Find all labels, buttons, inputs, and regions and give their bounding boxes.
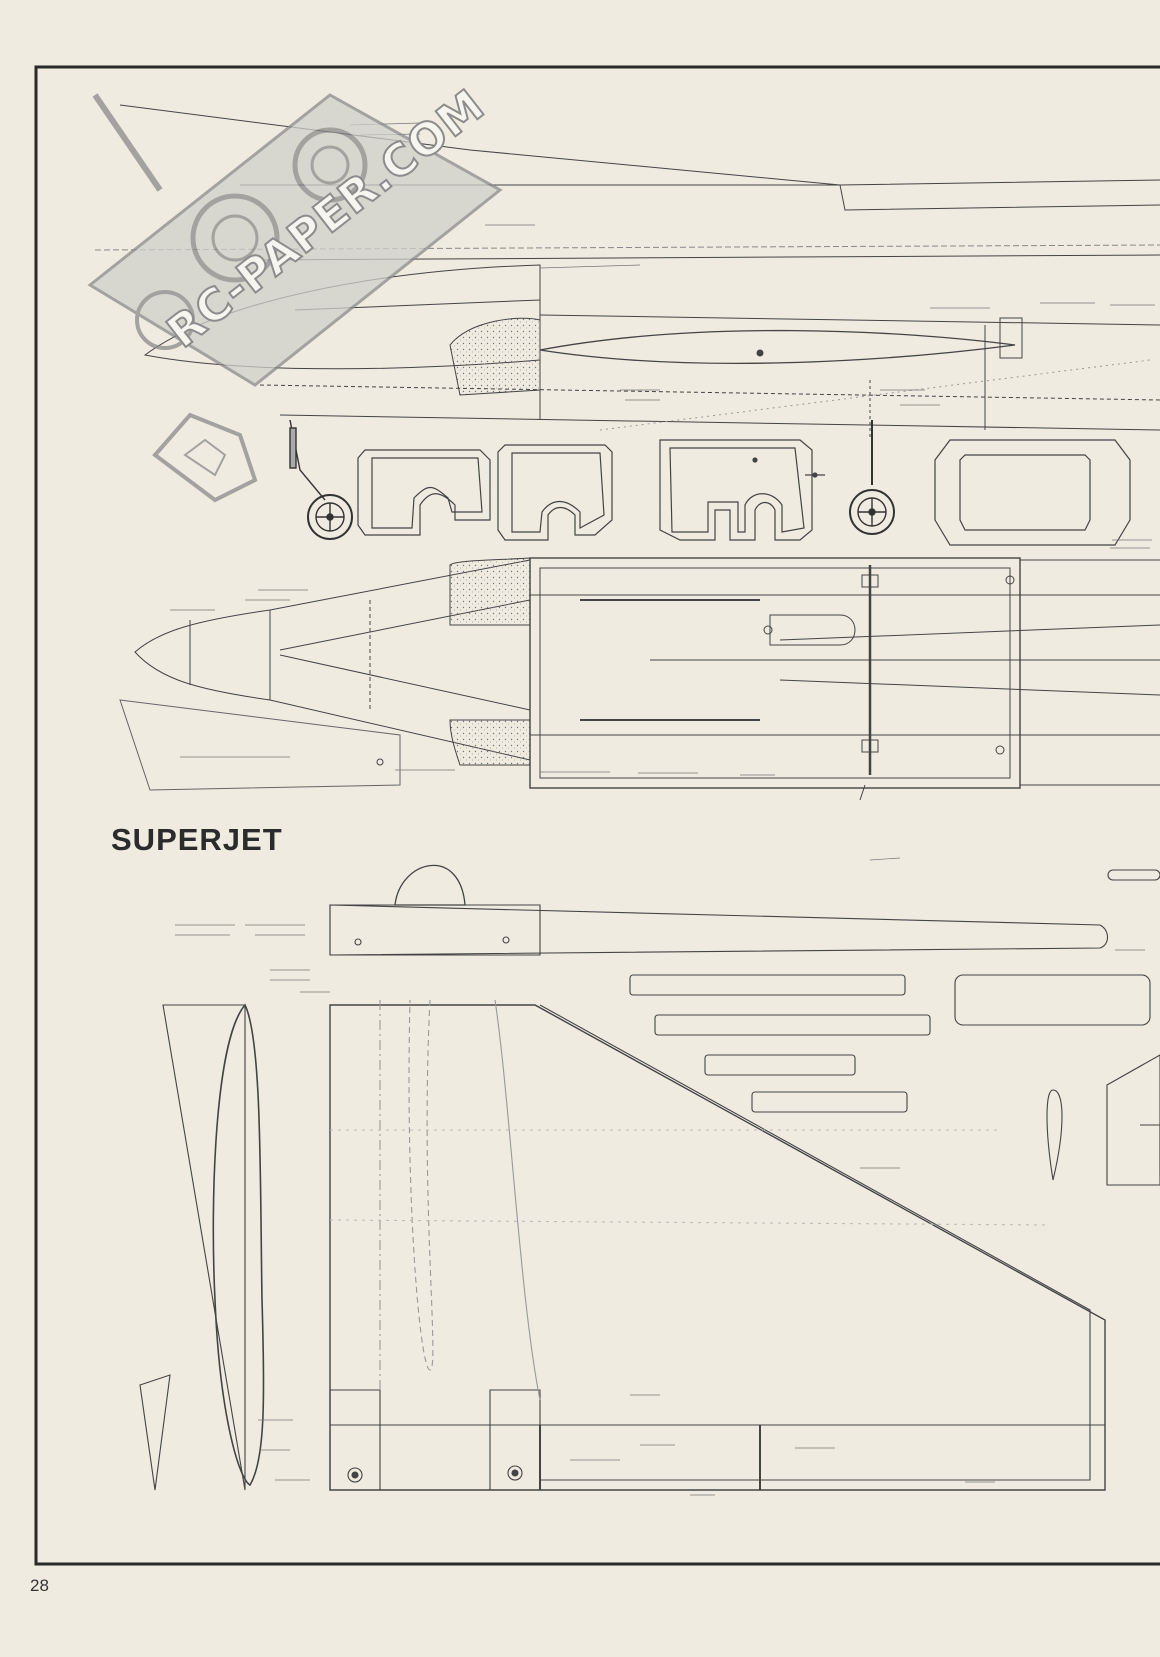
- plan-title: SUPERJET: [111, 822, 283, 857]
- rc-transmitter-icon: [87, 93, 503, 503]
- drawing-frame: [34, 65, 1160, 1566]
- wing-view: [139, 864, 1160, 1491]
- landing-gear: [289, 419, 895, 540]
- annotation-marks: [170, 122, 1155, 1496]
- fuselage-top-view: [119, 557, 1160, 801]
- fuselage-formers: [357, 439, 1131, 546]
- fuselage-side-view: [94, 104, 1160, 440]
- page-number: 28: [30, 1576, 49, 1595]
